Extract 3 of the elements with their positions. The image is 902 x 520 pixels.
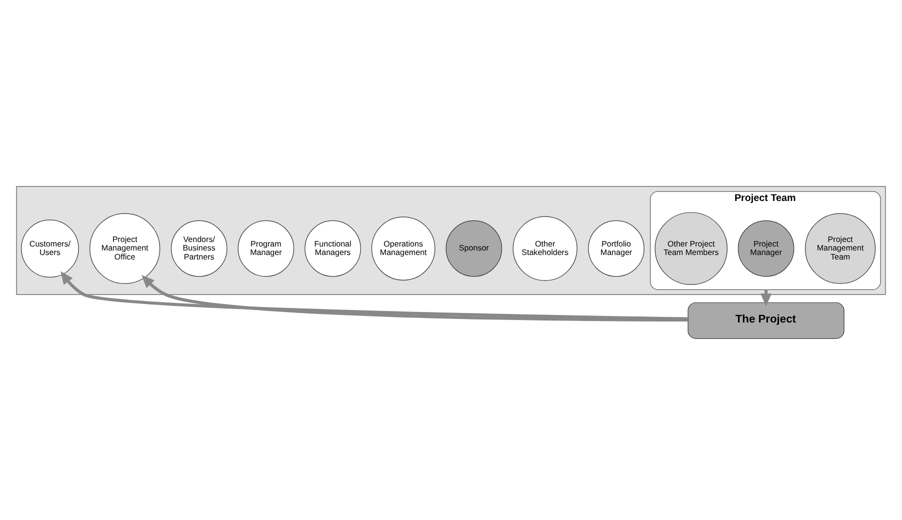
node-box: The Project — [688, 302, 844, 339]
arrow — [60, 271, 688, 320]
arrow — [142, 274, 688, 322]
